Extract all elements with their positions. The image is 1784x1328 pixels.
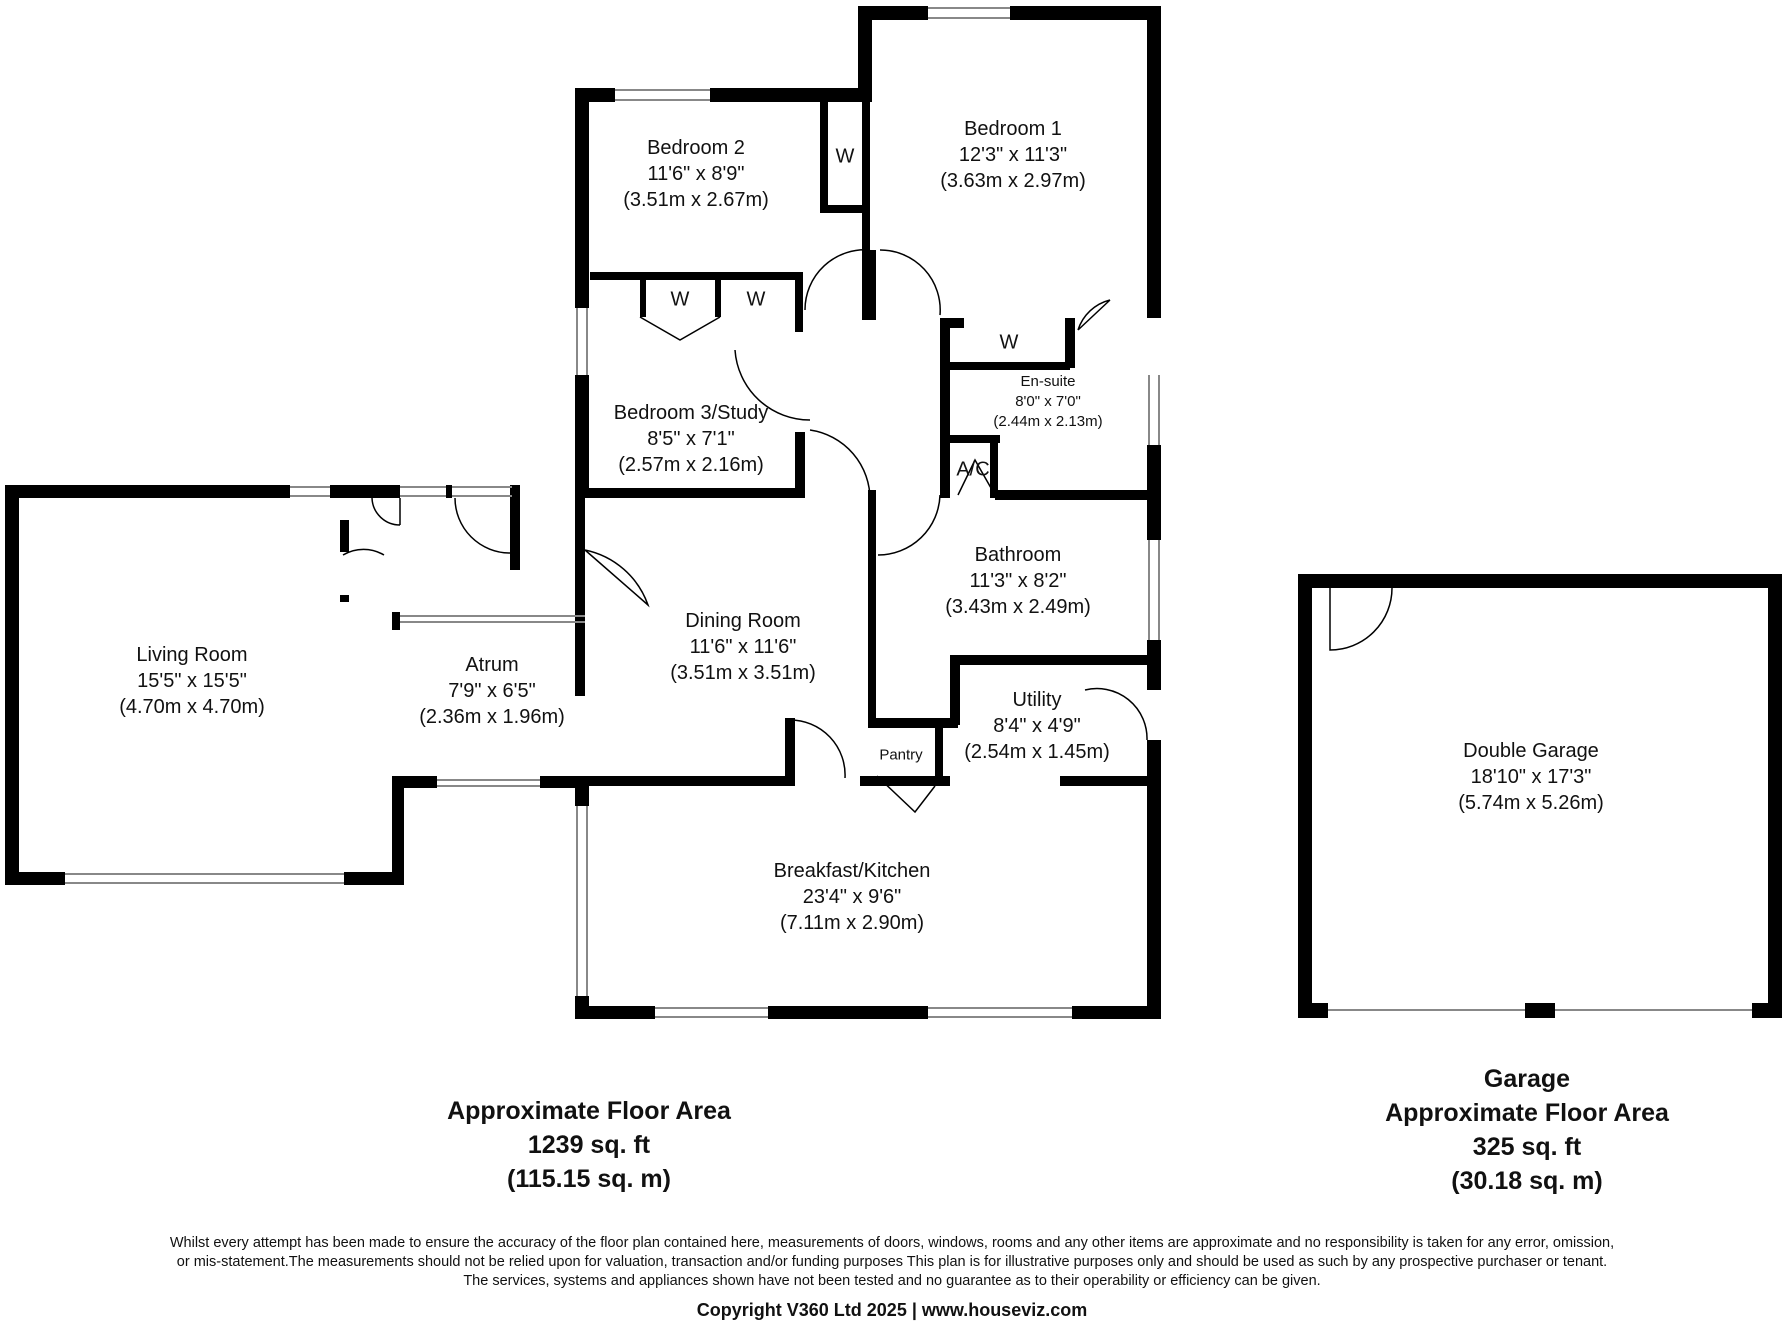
ensuite-label: En-suite 8'0" x 7'0" (2.44m x 2.13m) [993, 372, 1102, 432]
wardrobe-label: W [746, 288, 766, 311]
disclaimer-line: The services, systems and appliances sho… [463, 1273, 1321, 1289]
bathroom-label: Bathroom 11'3" x 8'2" (3.43m x 2.49m) [945, 542, 1091, 620]
doors [342, 249, 1393, 814]
wardrobe-label: W [670, 288, 690, 311]
room-metric: (3.43m x 2.49m) [945, 596, 1091, 618]
disclaimer-line: or mis-statement.The measurements should… [176, 1254, 1608, 1270]
room-name: Living Room [136, 644, 248, 666]
garage-label: Double Garage 18'10" x 17'3" (5.74m x 5.… [1458, 738, 1604, 816]
room-metric: (3.51m x 3.51m) [670, 662, 816, 684]
room-imperial: 8'4" x 4'9" [993, 715, 1081, 737]
area-sqm: (30.18 sq. m) [1451, 1167, 1603, 1195]
dining-room-label: Dining Room 11'6" x 11'6" (3.51m x 3.51m… [670, 608, 816, 686]
room-metric: (3.63m x 2.97m) [940, 170, 1086, 192]
room-imperial: 11'6" x 11'6" [689, 636, 797, 658]
wardrobe-label: W [999, 331, 1019, 354]
area-title: Approximate Floor Area [1385, 1099, 1669, 1127]
room-imperial: 11'6" x 8'9" [647, 163, 745, 185]
room-name: Bedroom 1 [964, 118, 1062, 140]
room-metric: (3.51m x 2.67m) [623, 189, 769, 211]
room-imperial: 8'0" x 7'0" [1015, 393, 1081, 410]
garage-floor-area: Garage Approximate Floor Area 325 sq. ft… [1385, 1062, 1669, 1198]
living-room-label: Living Room 15'5" x 15'5" (4.70m x 4.70m… [119, 642, 265, 720]
room-name: Atrum [465, 654, 519, 676]
room-imperial: 8'5" x 7'1" [647, 428, 735, 450]
room-name: Bathroom [974, 544, 1062, 566]
windows [65, 7, 1752, 1018]
walls [5, 6, 1782, 1019]
atrum-label: Atrum 7'9" x 6'5" (2.36m x 1.96m) [419, 652, 565, 730]
room-imperial: 15'5" x 15'5" [137, 670, 247, 692]
kitchen-label: Breakfast/Kitchen 23'4" x 9'6" (7.11m x … [774, 858, 931, 936]
room-metric: (7.11m x 2.90m) [779, 912, 925, 934]
room-name: Breakfast/Kitchen [773, 860, 931, 882]
room-metric: (4.70m x 4.70m) [119, 696, 265, 718]
room-metric: (2.36m x 1.96m) [419, 706, 565, 728]
room-name: Double Garage [1463, 740, 1599, 762]
room-imperial: 23'4" x 9'6" [802, 886, 902, 908]
bedroom3-label: Bedroom 3/Study 8'5" x 7'1" (2.57m x 2.1… [614, 400, 769, 478]
room-metric: (2.44m x 2.13m) [993, 413, 1103, 430]
pantry-label: Pantry [879, 746, 923, 764]
room-imperial: 11'3" x 8'2" [969, 570, 1067, 592]
room-imperial: 7'9" x 6'5" [448, 680, 536, 702]
room-imperial: 12'3" x 11'3" [958, 144, 1068, 166]
utility-label: Utility 8'4" x 4'9" (2.54m x 1.45m) [964, 687, 1110, 765]
airing-cupboard-label: A/C [956, 458, 990, 481]
room-name: Bedroom 3/Study [613, 402, 769, 424]
garage-heading: Garage [1483, 1065, 1571, 1093]
room-name: Utility [1012, 689, 1062, 711]
room-metric: (5.74m x 5.26m) [1458, 792, 1604, 814]
room-metric: (2.54m x 1.45m) [964, 741, 1110, 763]
bedroom2-label: Bedroom 2 11'6" x 8'9" (3.51m x 2.67m) [623, 135, 769, 213]
room-imperial: 18'10" x 17'3" [1470, 766, 1592, 788]
room-metric: (2.57m x 2.16m) [618, 454, 764, 476]
area-sqm: (115.15 sq. m) [507, 1165, 671, 1193]
disclaimer: Whilst every attempt has been made to en… [0, 1234, 1784, 1291]
area-sqft: 1239 sq. ft [527, 1131, 651, 1159]
bedroom1-label: Bedroom 1 12'3" x 11'3" (3.63m x 2.97m) [940, 116, 1086, 194]
room-name: Dining Room [685, 610, 801, 632]
disclaimer-line: Whilst every attempt has been made to en… [169, 1235, 1615, 1251]
area-title: Approximate Floor Area [447, 1097, 731, 1125]
room-name: En-suite [1020, 373, 1076, 390]
house-floor-area: Approximate Floor Area 1239 sq. ft (115.… [447, 1094, 731, 1196]
room-name: Bedroom 2 [647, 137, 745, 159]
wardrobe-label: W [835, 145, 855, 168]
area-sqft: 325 sq. ft [1472, 1133, 1582, 1161]
copyright: Copyright V360 Ltd 2025 | www.houseviz.c… [696, 1300, 1088, 1320]
